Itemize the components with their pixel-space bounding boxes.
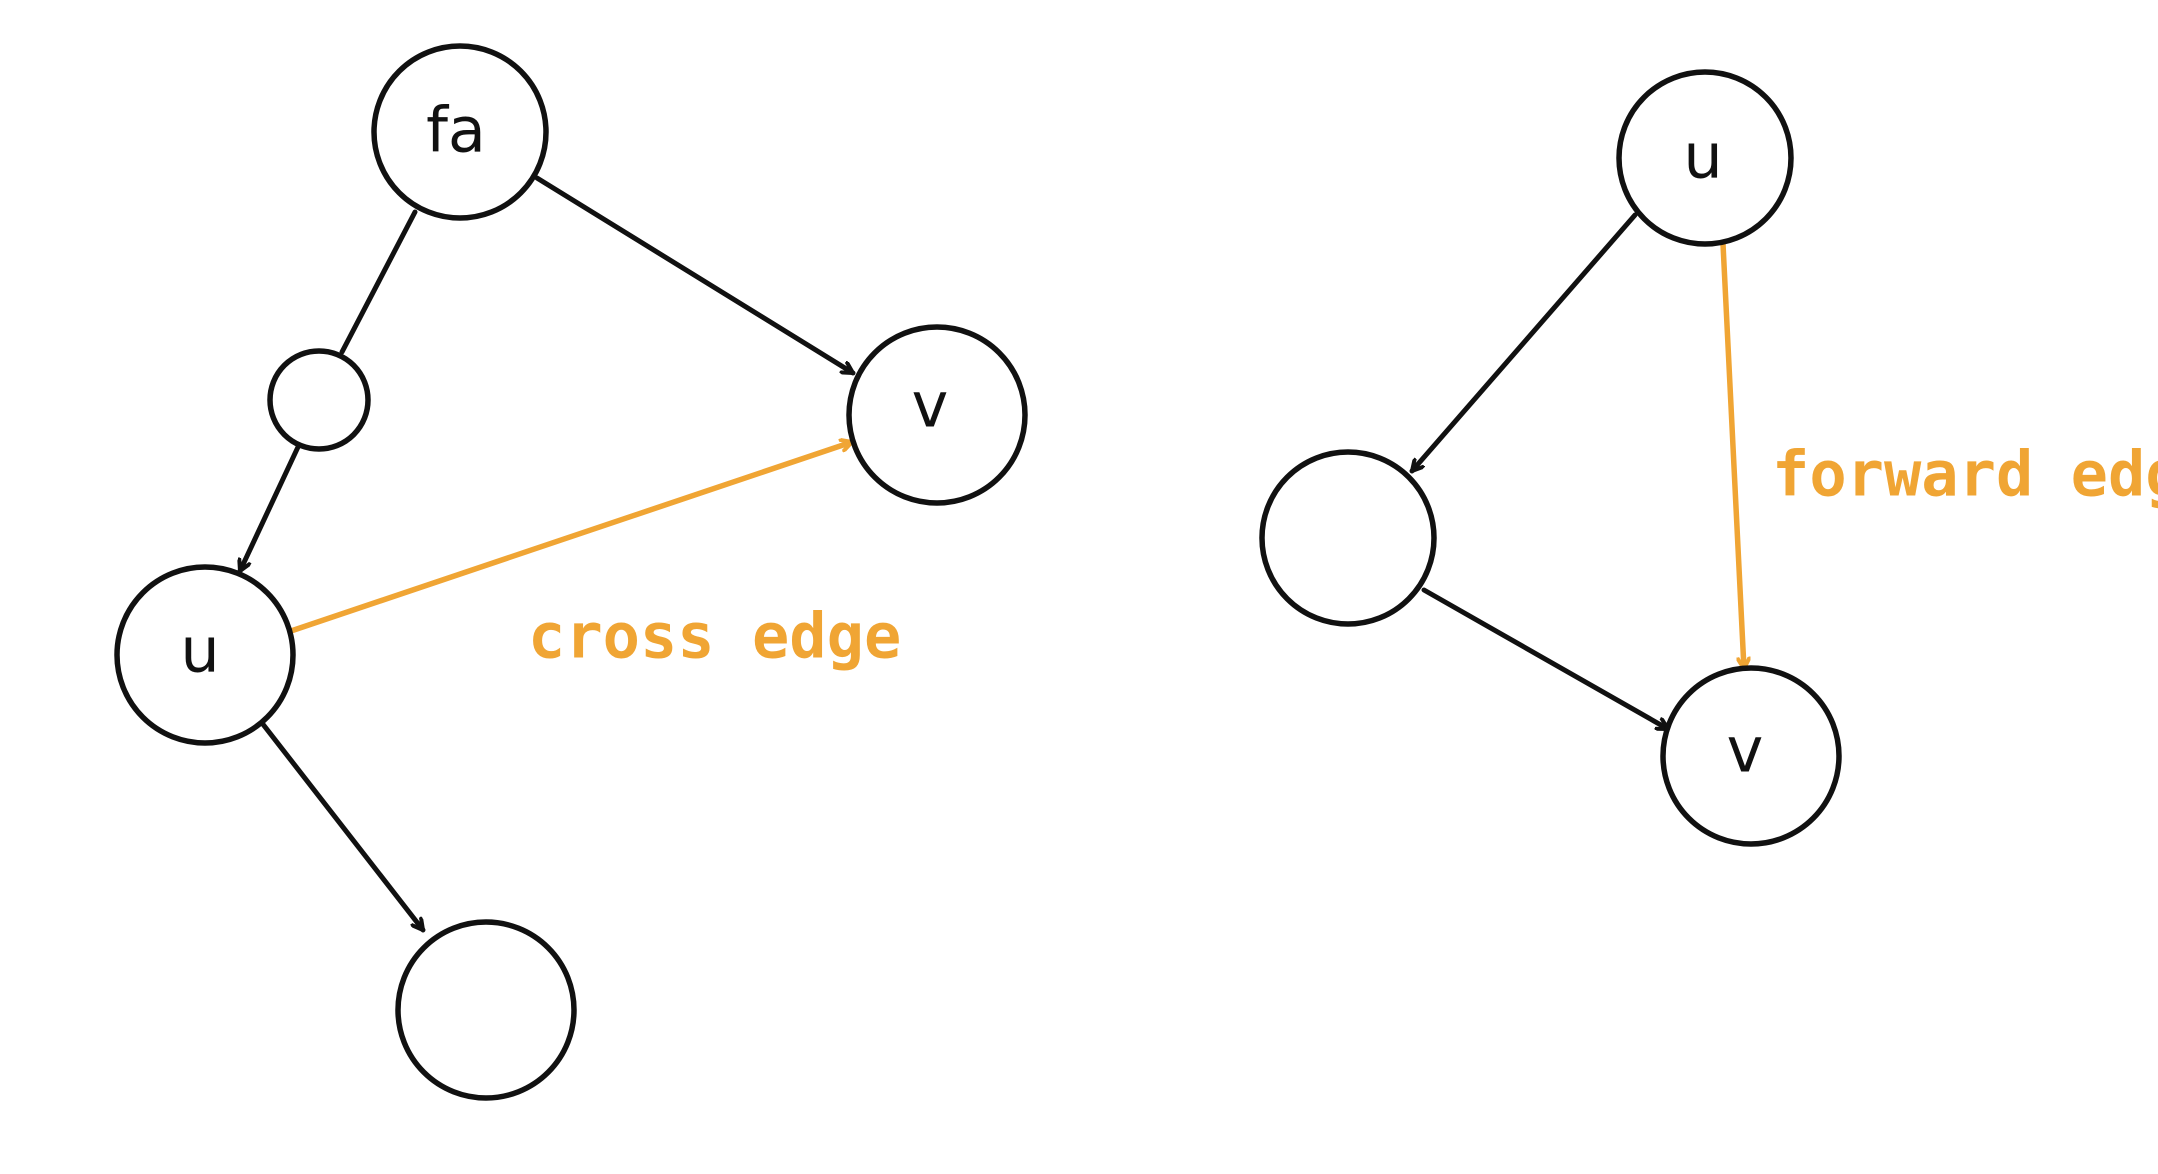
node-u: u [114, 564, 296, 746]
node-v-label: v [912, 369, 949, 442]
node-fa: fa [371, 43, 549, 221]
cross-edge-u-to-v [285, 442, 855, 635]
node-v-right-label: v [1727, 714, 1764, 787]
right-diagram: u v forward edge [1259, 69, 2158, 847]
edge-u-to-child [259, 720, 426, 933]
edge-fa-to-mid [339, 209, 418, 355]
edge-fa-to-v [534, 175, 856, 376]
node-u-right: u [1616, 69, 1794, 247]
node-v: v [846, 324, 1028, 506]
forward-edge-u-to-v [1720, 241, 1744, 672]
edge-u-to-mid [1409, 212, 1638, 474]
node-mid [267, 348, 371, 452]
node-u-right-label: u [1683, 120, 1722, 193]
edge-mid-to-u [240, 444, 301, 574]
node-fa-label: fa [426, 94, 486, 167]
edge-mid-to-v [1421, 587, 1671, 732]
left-diagram: fa v u cross edge [114, 43, 1028, 1101]
node-mid-right [1259, 449, 1437, 627]
node-child [395, 919, 577, 1101]
cross-edge-label: cross edge [528, 600, 901, 673]
forward-edge-label: forward edge [1772, 438, 2158, 511]
node-u-label: u [180, 614, 219, 687]
node-v-right: v [1660, 665, 1842, 847]
